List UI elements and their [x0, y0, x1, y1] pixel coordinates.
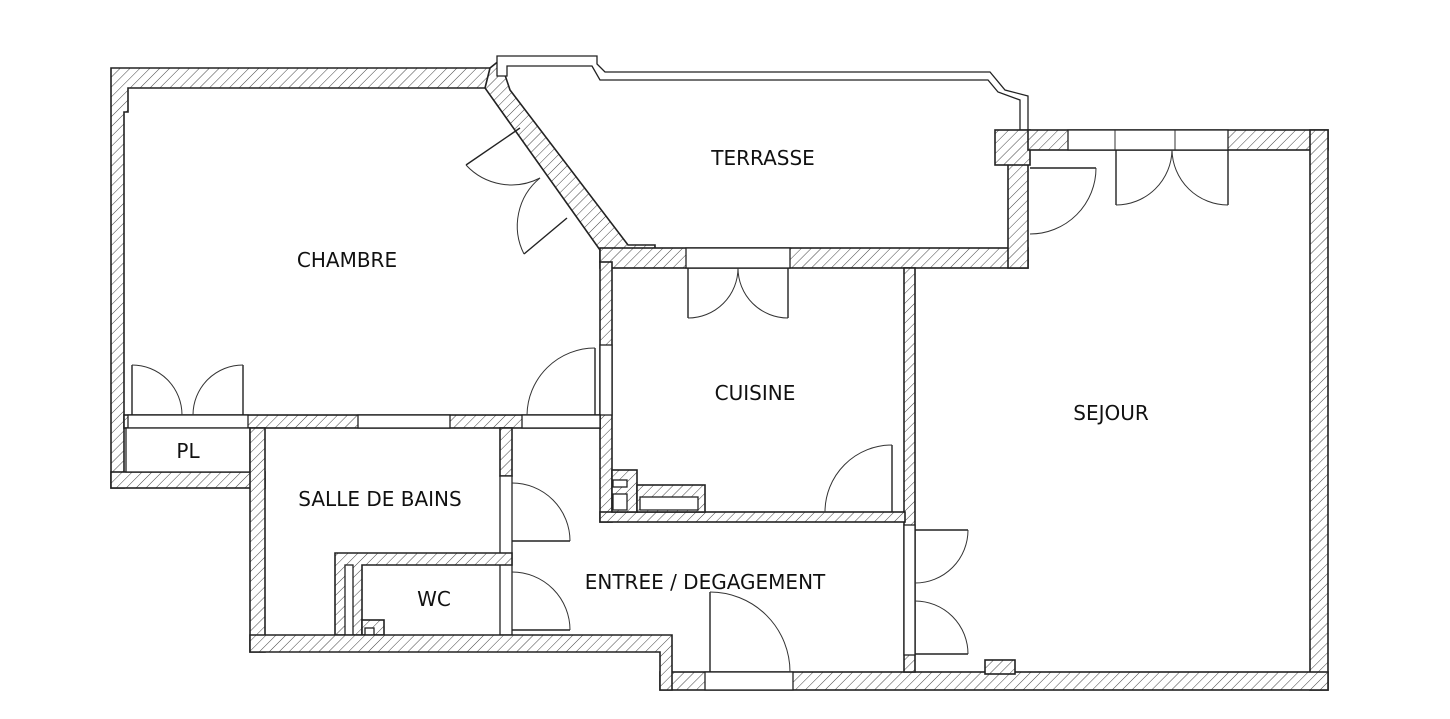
- wall-terrasse-bottom: [599, 247, 1029, 269]
- walls: [110, 55, 1329, 691]
- room-label-entree: ENTREE / DEGAGEMENT: [584, 570, 826, 594]
- wall-diagonal: [484, 58, 656, 263]
- wall-bottom-notch: [984, 659, 1016, 675]
- door-entrance[interactable]: [709, 591, 791, 673]
- wall-sejour-right: [1309, 129, 1329, 691]
- room-label-sejour: SEJOUR: [1073, 401, 1149, 425]
- wall-bottom-left: [249, 634, 673, 691]
- wall-sejour-corner: [994, 129, 1031, 166]
- door-sdb[interactable]: [511, 482, 571, 542]
- door-chambre-terrasse[interactable]: [465, 127, 568, 255]
- room-label-cuisine: CUISINE: [714, 381, 796, 405]
- wall-sdb-right: [499, 427, 513, 477]
- wall-pl-bottom: [110, 471, 266, 489]
- wall-cuisine-bottom: [599, 511, 906, 523]
- door-chambre-pl[interactable]: [131, 364, 244, 416]
- window-sejour-1: [1067, 129, 1229, 151]
- window-entree: [704, 671, 794, 691]
- terrace-railing: [496, 55, 1029, 131]
- door-cuisine-entree[interactable]: [824, 444, 893, 513]
- doors: [131, 127, 1229, 673]
- wall-sejour-left: [903, 267, 916, 673]
- closet-pl: [125, 427, 251, 473]
- door-sejour-terrasse[interactable]: [1029, 149, 1229, 235]
- room-label-chambre: CHAMBRE: [296, 248, 398, 272]
- window-cuisine: [685, 247, 791, 269]
- room-label-terrasse: TERRASSE: [711, 146, 815, 170]
- door-chambre-entree[interactable]: [526, 347, 596, 416]
- door-wc[interactable]: [511, 571, 571, 631]
- door-cuisine-terrasse[interactable]: [687, 267, 789, 319]
- room-label-wc: WC: [417, 587, 451, 611]
- room-label-salle-de-bains: SALLE DE BAINS: [298, 487, 462, 511]
- wall-sdb-left: [249, 427, 266, 653]
- wall-terrasse-sejour: [1007, 149, 1029, 269]
- door-sejour-entree[interactable]: [914, 529, 969, 655]
- room-label-pl: PL: [176, 439, 200, 463]
